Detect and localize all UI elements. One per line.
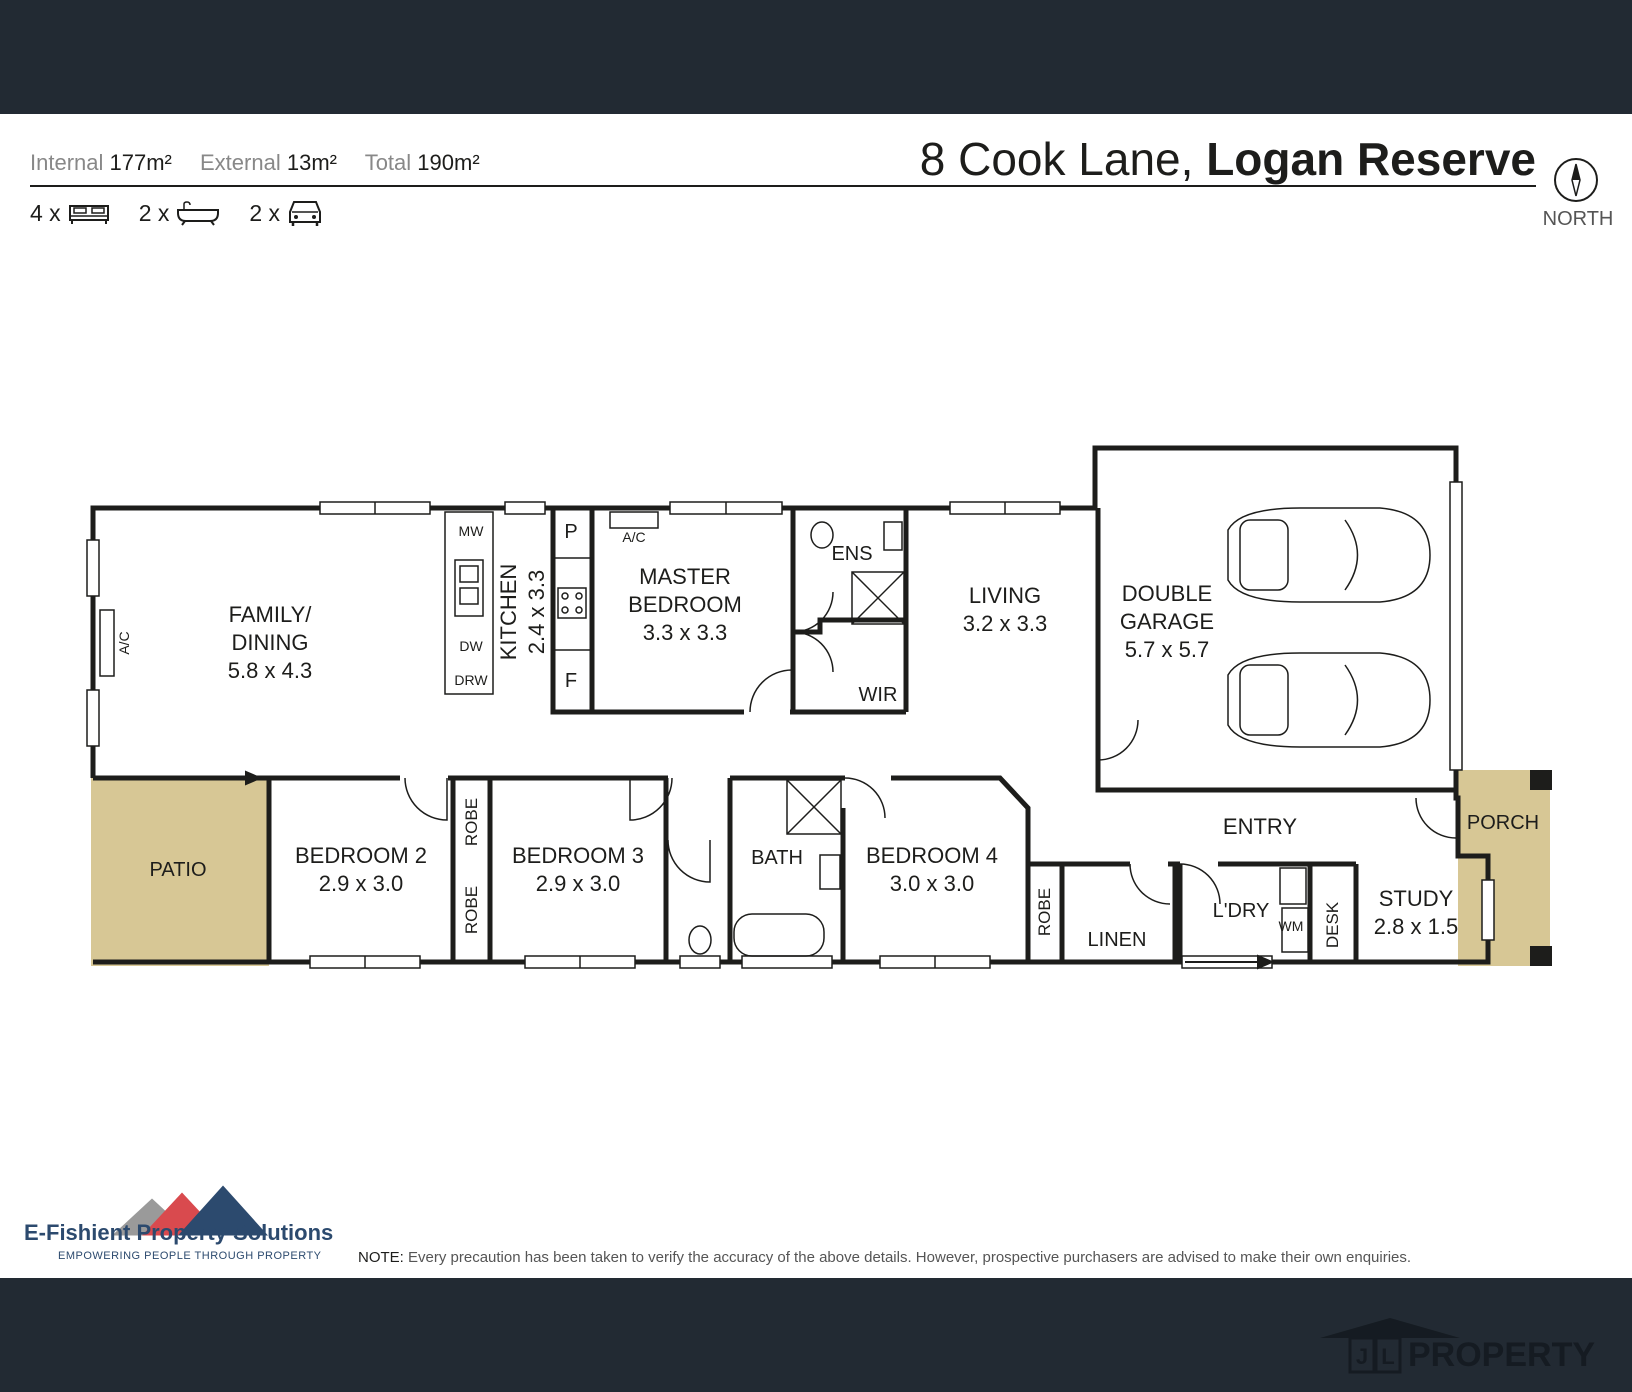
svg-text:L: L [1381,1344,1394,1369]
room-living: LIVING 3.2 x 3.3 [963,582,1047,638]
svg-text:J: J [1356,1344,1368,1369]
living-size: 3.2 x 3.3 [962,611,1048,636]
room-patio: PATIO [149,859,207,881]
bath-count-text: 2 x [138,199,170,226]
garage-cars [1227,507,1431,748]
room-linen: LINEN [1087,929,1147,951]
dishwasher-label: DW [459,638,483,654]
master-size: 3.3 x 3.3 [642,620,728,645]
study-size: 2.8 x 1.5 [1373,914,1459,939]
kitchen-size: 2.4 x 3.3 [524,569,549,655]
room-porch: PORCH [1466,812,1540,834]
master-line2: BEDROOM [628,592,742,617]
bed-count-text: 4 x [30,199,61,226]
company-tagline: EMPOWERING PEOPLE THROUGH PROPERTY [58,1250,322,1262]
address-suburb: Logan Reserve [1206,133,1536,185]
room-entry: ENTRY [1222,814,1298,839]
room-ensuite: ENS [831,543,873,565]
company-name: E-Fishient Property Solutions [24,1220,334,1245]
ac-master-label: A/C [622,529,646,545]
svg-text:PROPERTY: PROPERTY [1408,1336,1595,1374]
desk-label: DESK [1323,901,1342,949]
room-bedroom-3: BEDROOM 3 2.9 x 3.0 [512,842,644,898]
bed3-name: BEDROOM 3 [511,843,645,868]
north-label: NORTH [1542,208,1614,230]
bath-icon [177,201,220,226]
fridge-label: F [564,670,578,692]
total-value: 190m² [417,150,480,175]
family-size: 5.8 x 4.3 [227,658,313,683]
kitchen-fixtures [99,511,659,695]
jl-property-logo-icon: J L PROPERTY [1320,1318,1595,1374]
washing-machine-label: WM [1278,918,1304,934]
kitchen-name: KITCHEN [496,563,521,661]
car-count-text: 2 x [249,199,281,226]
pantry-label: P [564,521,578,543]
property-address: 8 Cook Lane, Logan Reserve [920,132,1536,186]
sliding-doors [120,770,1275,970]
drawers-label: DRW [454,672,488,688]
internal-value: 177m² [109,150,172,175]
disclaimer-note: NOTE: Every precaution has been taken to… [358,1249,1411,1266]
family-line1: FAMILY/ [228,602,312,627]
note-label: NOTE: [358,1249,404,1266]
robe-bed3-label: ROBE [462,885,481,935]
room-laundry: L'DRY [1212,900,1270,922]
company-logo-icon [112,1185,268,1236]
header-rule [30,185,1536,187]
car-count: 2 x [249,198,324,228]
robe-bed2-label: ROBE [462,797,481,847]
top-banner [0,0,1632,114]
room-kitchen: KITCHEN 2.4 x 3.3 [495,564,551,661]
address-street: 8 Cook Lane, [919,133,1194,185]
robe-bed4-label: ROBE [1035,887,1054,937]
car-icon [289,201,322,226]
garage-line1: DOUBLE [1121,581,1213,606]
note-text: Every precaution has been taken to verif… [408,1249,1412,1266]
family-line2: DINING [231,630,309,655]
room-double-garage: DOUBLE GARAGE 5.7 x 5.7 [1120,580,1214,664]
bed3-size: 2.9 x 3.0 [535,871,621,896]
garage-line2: GARAGE [1119,609,1215,634]
area-stats: Internal 177m² External 13m² Total 190m² [30,150,502,176]
total-label: Total [364,150,412,175]
door-swings [404,591,1457,905]
bed4-name: BEDROOM 4 [865,843,999,868]
room-study: STUDY 2.8 x 1.5 [1374,885,1458,941]
room-bath: BATH [751,847,803,869]
room-bedroom-4: BEDROOM 4 3.0 x 3.0 [866,842,998,898]
bath-count: 2 x [139,200,222,227]
bed2-name: BEDROOM 2 [294,843,428,868]
bed4-size: 3.0 x 3.0 [889,871,975,896]
room-bedroom-2: BEDROOM 2 2.9 x 3.0 [295,842,427,898]
study-name: STUDY [1378,886,1454,911]
wet-area-fixtures [688,521,1309,957]
feature-counts: 4 x 2 x 2 x [30,198,346,228]
master-line1: MASTER [639,564,731,589]
external-value: 13m² [286,150,337,175]
bed-icon [68,205,109,224]
room-wir: WIR [858,684,898,706]
microwave-label: MW [458,523,484,539]
external-label: External [200,150,281,175]
compass-icon [1554,158,1598,202]
garage-size: 5.7 x 5.7 [1124,637,1210,662]
room-family-dining: FAMILY/ DINING 5.8 x 4.3 [228,601,312,685]
internal-label: Internal [30,150,104,175]
ac-family-label: A/C [116,631,132,655]
bed2-size: 2.9 x 3.0 [318,871,404,896]
bed-count: 4 x [30,200,111,227]
room-master-bedroom: MASTER BEDROOM 3.3 x 3.3 [628,563,742,647]
patio-area [91,778,269,966]
living-name: LIVING [968,583,1042,608]
porch-area [1458,770,1550,966]
